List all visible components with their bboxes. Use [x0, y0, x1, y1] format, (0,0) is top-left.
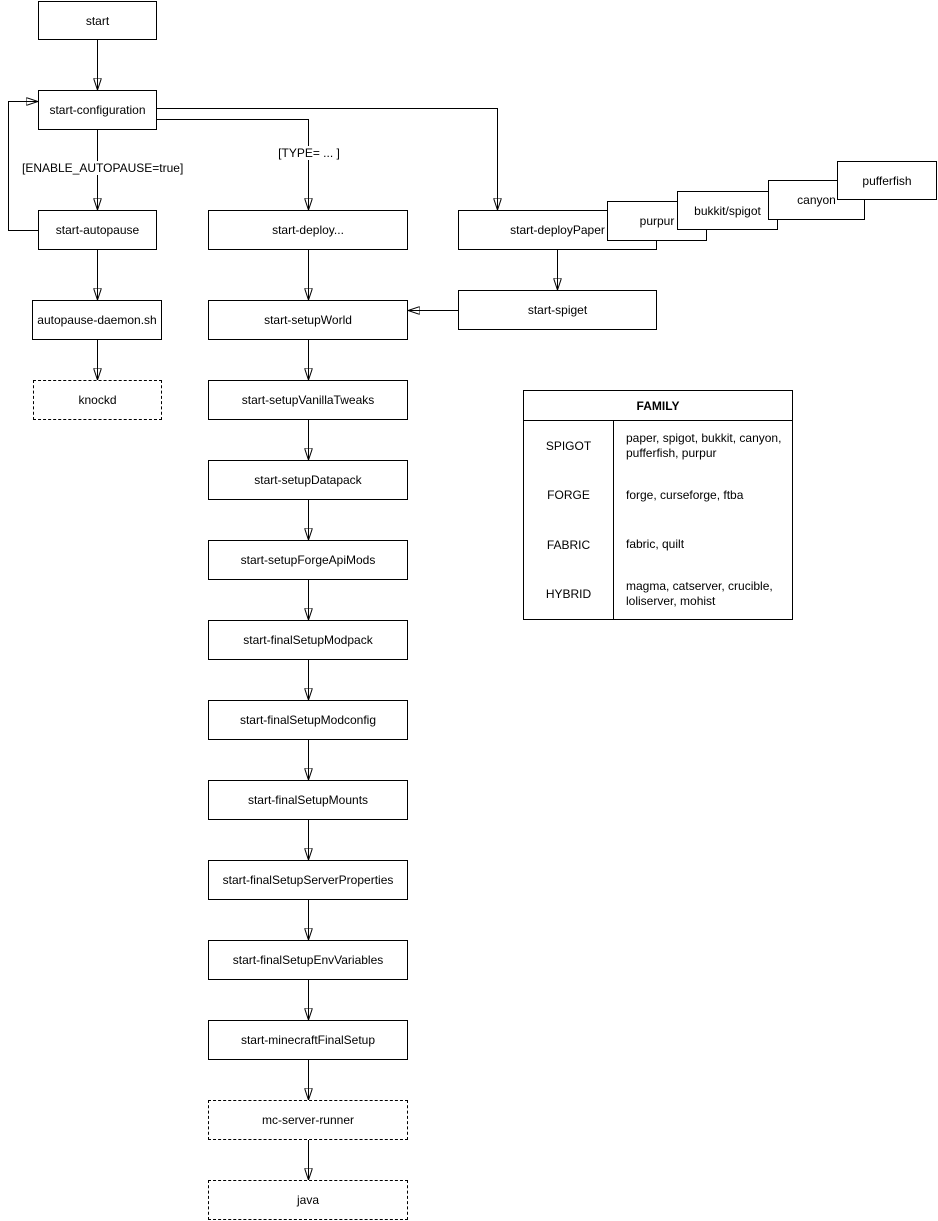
node-start-finalsetupenvvariables: start-finalSetupEnvVariables: [208, 940, 408, 980]
node-start: start: [38, 1, 157, 40]
node-start-autopause: start-autopause: [38, 210, 157, 250]
node-start-finalsetupmodconfig: start-finalSetupModconfig: [208, 700, 408, 740]
node-start-spiget: start-spiget: [458, 290, 657, 330]
node-start-minecraftfinalsetup: start-minecraftFinalSetup: [208, 1020, 408, 1060]
node-start-setupworld: start-setupWorld: [208, 300, 408, 340]
edge-label-type: [TYPE= ... ]: [264, 146, 354, 160]
family-table: FAMILY SPIGOT paper, spigot, bukkit, can…: [523, 390, 793, 620]
node-start-finalsetupmounts: start-finalSetupMounts: [208, 780, 408, 820]
members-cell-spigot: paper, spigot, bukkit, canyon, pufferfis…: [626, 430, 782, 460]
node-start-setupdatapack: start-setupDatapack: [208, 460, 408, 500]
family-table-body: SPIGOT paper, spigot, bukkit, canyon, pu…: [524, 421, 792, 619]
node-start-deploy: start-deploy...: [208, 210, 408, 250]
members-cell-hybrid: magma, catserver, crucible, loliserver, …: [626, 579, 773, 609]
node-bukkit-spigot: bukkit/spigot: [677, 191, 778, 230]
node-start-setupforgeapimods: start-setupForgeApiMods: [208, 540, 408, 580]
family-cell-forge: FORGE: [524, 470, 614, 520]
members-cell-fabric: fabric, quilt: [626, 537, 685, 552]
node-start-finalsetupserverproperties: start-finalSetupServerProperties: [208, 860, 408, 900]
node-knockd: knockd: [33, 380, 162, 420]
node-start-finalsetupmodpack: start-finalSetupModpack: [208, 620, 408, 660]
node-pufferfish: pufferfish: [837, 161, 937, 200]
edge-label-enable-autopause: [ENABLE_AUTOPAUSE=true]: [21, 161, 184, 175]
family-cell-hybrid: HYBRID: [524, 569, 614, 619]
family-table-title: FAMILY: [524, 391, 792, 421]
node-canyon: canyon: [768, 180, 865, 220]
node-java: java: [208, 1180, 408, 1220]
node-start-configuration: start-configuration: [38, 90, 157, 130]
node-autopause-daemon: autopause-daemon.sh: [32, 300, 162, 340]
node-start-setupvanillatweaks: start-setupVanillaTweaks: [208, 380, 408, 420]
family-cell-fabric: FABRIC: [524, 520, 614, 570]
members-cell-forge: forge, curseforge, ftba: [626, 487, 744, 502]
node-mc-server-runner: mc-server-runner: [208, 1100, 408, 1140]
family-cell-spigot: SPIGOT: [524, 421, 614, 471]
